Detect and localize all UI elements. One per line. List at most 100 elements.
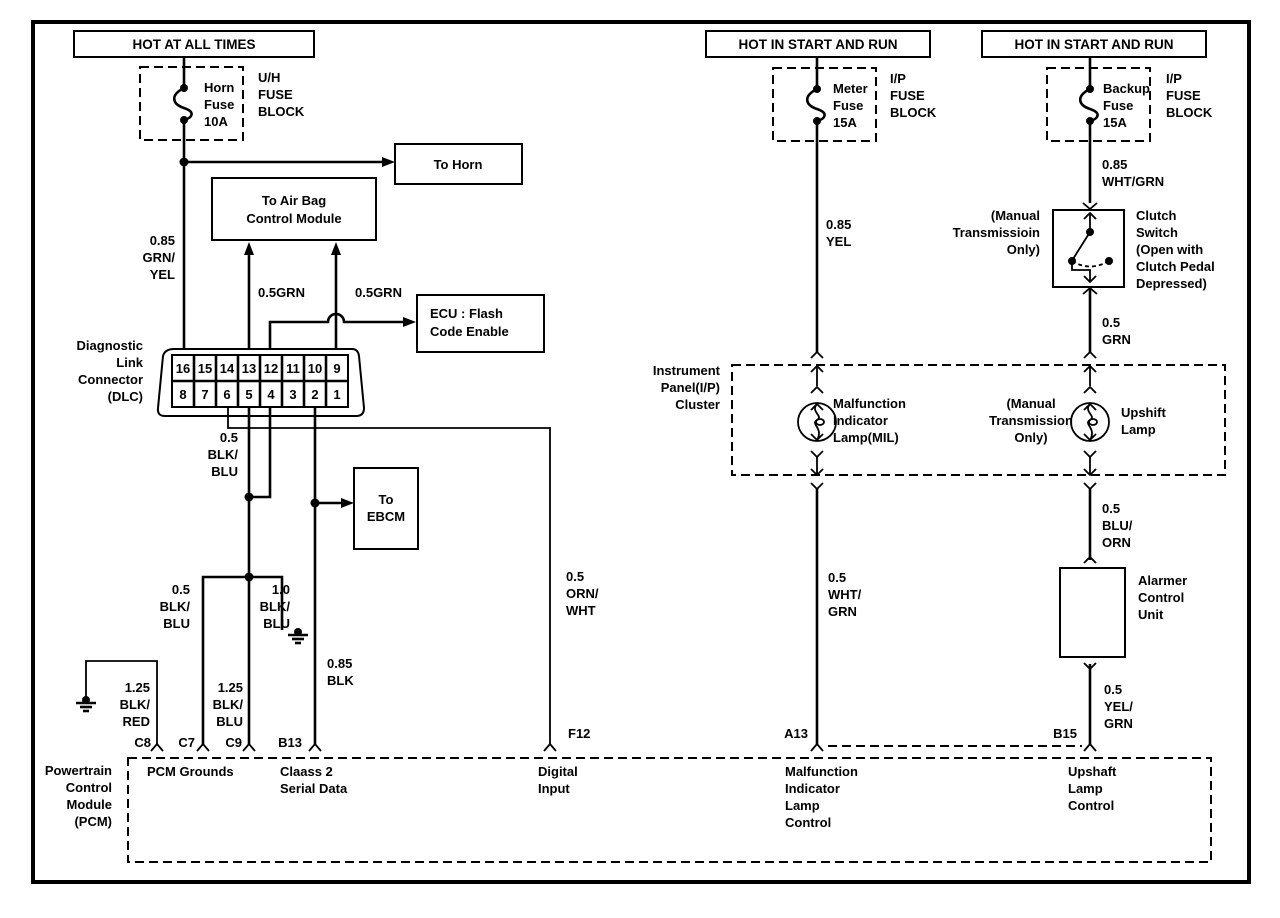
fuse-name: Meter xyxy=(833,81,868,96)
connector-chevron-b15 xyxy=(1083,742,1097,752)
clutch-note: Only) xyxy=(1007,242,1040,257)
dlc-label: Diagnostic xyxy=(77,338,143,353)
module-ebcm: To EBCM xyxy=(353,467,419,550)
fuse-rating: 15A xyxy=(1103,115,1127,130)
cluster-label: Cluster xyxy=(675,397,720,412)
switch-blade-icon xyxy=(1072,231,1091,260)
wire-label: 0.85 xyxy=(826,217,851,232)
clutch-switch-label: Depressed) xyxy=(1136,276,1207,291)
pcm-label: Powertrain xyxy=(45,763,112,778)
wire-label: 0.5GRN xyxy=(258,285,305,300)
fuse-block-label: BLOCK xyxy=(1166,105,1213,120)
fuse-label: Fuse xyxy=(1103,98,1133,113)
module-label: Control xyxy=(1138,590,1184,605)
wire-label: WHT xyxy=(566,603,596,618)
pcm-function-label: Input xyxy=(538,781,570,796)
splice-dot xyxy=(244,572,254,582)
mil-lamp-icon xyxy=(797,350,837,491)
connector-chevron-b13 xyxy=(308,742,322,752)
mil-label: Lamp(MIL) xyxy=(833,430,899,445)
wire-label: GRN xyxy=(828,604,857,619)
pin-label-a13: A13 xyxy=(784,726,808,741)
wire-label: 0.5 xyxy=(1102,315,1120,330)
pcm-label: Control xyxy=(66,780,112,795)
arrow-icon xyxy=(403,317,416,327)
dlc-pin-6: 6 xyxy=(223,387,230,402)
wire-label: WHT/GRN xyxy=(1102,174,1164,189)
fuse-icon xyxy=(172,86,193,122)
wire-label: WHT/ xyxy=(828,587,862,602)
header-label: HOT IN START AND RUN xyxy=(739,37,898,52)
wire-label: 1.0 xyxy=(272,582,290,597)
mil-label: Indicator xyxy=(833,413,888,428)
pcm-pin-connectors xyxy=(150,742,1097,752)
pin-label-c8: C8 xyxy=(134,735,151,750)
arrow-icon xyxy=(244,242,254,255)
fuse-block-label: I/P xyxy=(890,71,906,86)
wire-label: 0.85 xyxy=(150,233,175,248)
arrow-icon xyxy=(341,498,354,508)
wire-label: 0.5 xyxy=(220,430,238,445)
wire-label: YEL xyxy=(826,234,851,249)
clutch-note: Transmissioin xyxy=(953,225,1040,240)
fuse-block-label: I/P xyxy=(1166,71,1182,86)
wire-label: 0.85 xyxy=(1102,157,1127,172)
wire-label: BLK/ xyxy=(120,697,151,712)
dlc-pin-9: 9 xyxy=(333,361,340,376)
dlc-pin-13: 13 xyxy=(242,361,256,376)
header-label: HOT AT ALL TIMES xyxy=(133,37,256,52)
fuse-block-label: BLOCK xyxy=(890,105,937,120)
wire-label: YEL/ xyxy=(1104,699,1133,714)
pin-label-b13: B13 xyxy=(278,735,302,750)
wire-label: BLK/ xyxy=(208,447,239,462)
connector-chevron-f12 xyxy=(543,742,557,752)
wire-label: YEL xyxy=(150,267,175,282)
wire-label: ORN/ xyxy=(566,586,599,601)
wire-label: 1.25 xyxy=(218,680,243,695)
pin-label-b15: B15 xyxy=(1053,726,1077,741)
upshift-lamp-icon xyxy=(1070,350,1110,491)
module-label: Alarmer xyxy=(1138,573,1187,588)
wire-label: BLU xyxy=(216,714,243,729)
cluster-label: Instrument xyxy=(653,363,721,378)
dlc-label: Connector xyxy=(78,372,143,387)
clutch-switch xyxy=(1052,202,1125,295)
wire-label: BLU xyxy=(163,616,190,631)
pcm-function-label: Digital xyxy=(538,764,578,779)
fuse-block-label: FUSE xyxy=(1166,88,1201,103)
fuse-block-label: FUSE xyxy=(890,88,925,103)
arrow-icon xyxy=(331,242,341,255)
instrument-cluster xyxy=(731,364,1226,476)
upshift-note: Only) xyxy=(1014,430,1047,445)
wire-label: RED xyxy=(123,714,150,729)
module-to-horn: To Horn xyxy=(394,143,523,185)
wire-label: BLK/ xyxy=(260,599,291,614)
splice-dot xyxy=(244,492,254,502)
wire-label: GRN/ xyxy=(143,250,176,265)
fuse-block-label: BLOCK xyxy=(258,104,305,119)
pcm-function-label: Control xyxy=(785,815,831,830)
module-label: Unit xyxy=(1138,607,1164,622)
connector-chevron-c8 xyxy=(150,742,164,752)
wire-label: 0.5 xyxy=(566,569,584,584)
fuse-rating: 15A xyxy=(833,115,857,130)
pcm-function-label: Malfunction xyxy=(785,764,858,779)
module-label: ECU : Flash xyxy=(430,306,503,321)
clutch-switch-label: Clutch Pedal xyxy=(1136,259,1215,274)
upshift-label: Upshift xyxy=(1121,405,1166,420)
pcm-function-label: Serial Data xyxy=(280,781,348,796)
fuse-icon xyxy=(1078,87,1099,123)
dlc-pin-4: 4 xyxy=(267,387,275,402)
header-hot-start-run-meter: HOT IN START AND RUN xyxy=(705,30,931,58)
header-hot-all-times: HOT AT ALL TIMES xyxy=(73,30,315,58)
module-label: To Air Bag xyxy=(262,193,326,208)
diagram-frame xyxy=(31,20,1251,884)
wire-label: 0.5 xyxy=(828,570,846,585)
upshift-note: (Manual xyxy=(1006,396,1055,411)
fuse-name: Horn xyxy=(204,80,234,95)
wire-f12 xyxy=(227,407,551,745)
mil-label: Malfunction xyxy=(833,396,906,411)
wire-label: 0.5 xyxy=(1102,501,1120,516)
